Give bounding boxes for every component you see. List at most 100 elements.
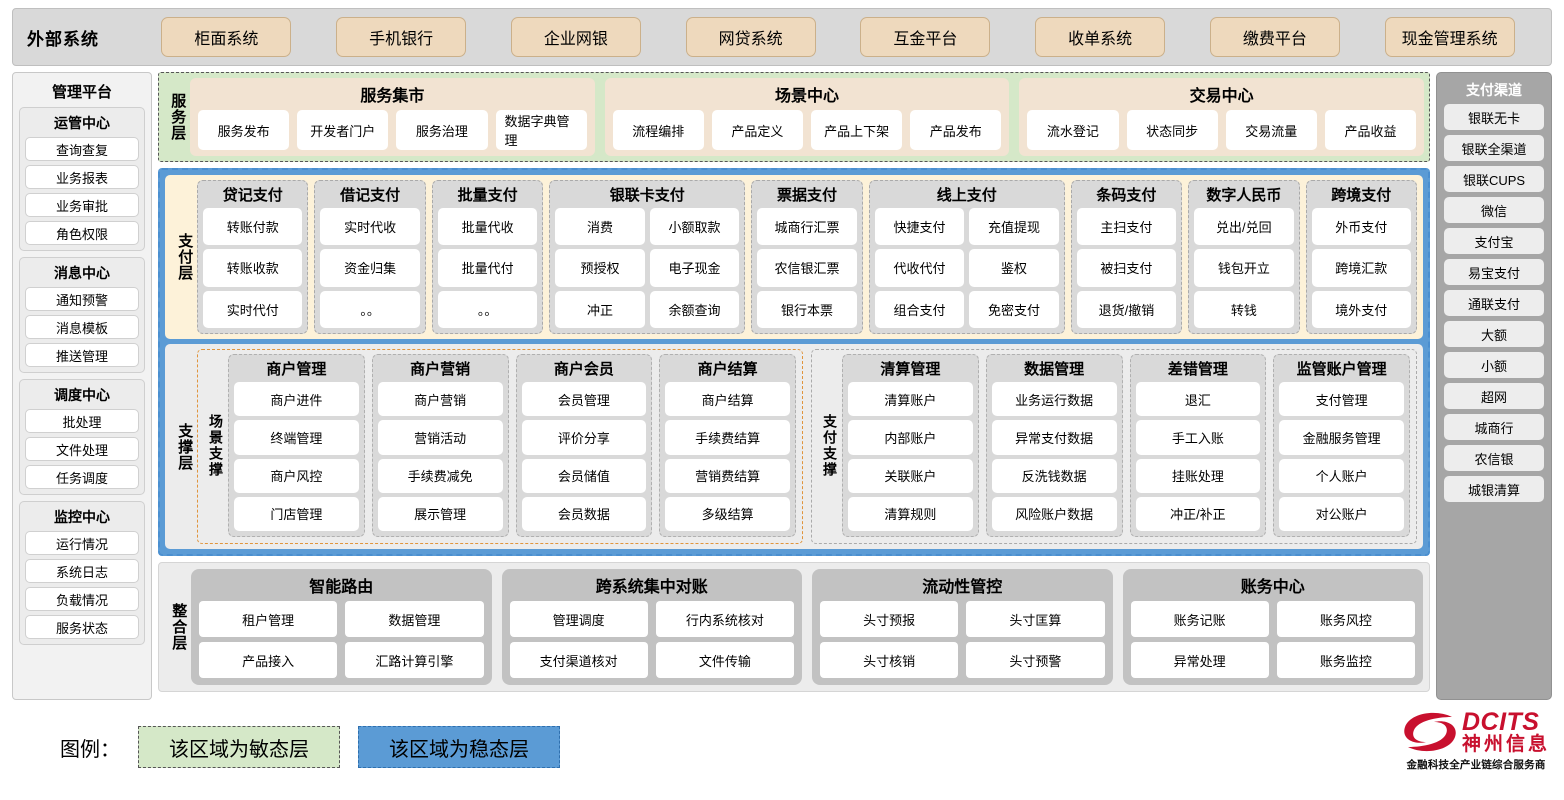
payment-support-item[interactable]: 关联账户: [848, 458, 973, 493]
payment-item[interactable]: 。。: [437, 290, 538, 328]
payment-channel-item[interactable]: 通联支付: [1444, 290, 1544, 316]
scene-support-item[interactable]: 营销活动: [377, 420, 503, 455]
payment-support-item[interactable]: 金融服务管理: [1279, 420, 1404, 455]
payment-item[interactable]: 鉴权: [969, 249, 1059, 287]
external-system-chip[interactable]: 企业网银: [510, 17, 641, 57]
payment-item[interactable]: 快捷支付: [874, 208, 965, 246]
payment-item[interactable]: 被扫支付: [1076, 249, 1177, 287]
integration-item[interactable]: 异常处理: [1130, 642, 1269, 678]
integration-item[interactable]: 头寸预警: [966, 642, 1105, 678]
service-item[interactable]: 产品定义: [711, 110, 804, 150]
payment-support-item[interactable]: 支付管理: [1279, 382, 1404, 417]
service-item[interactable]: 开发者门户: [297, 110, 389, 150]
service-item[interactable]: 流水登记: [1027, 110, 1119, 150]
management-item[interactable]: 业务报表: [25, 165, 139, 189]
payment-support-item[interactable]: 清算规则: [848, 496, 973, 531]
management-item[interactable]: 消息模板: [25, 315, 139, 339]
payment-channel-item[interactable]: 超网: [1444, 383, 1544, 409]
scene-support-item[interactable]: 门店管理: [234, 496, 359, 531]
integration-item[interactable]: 头寸预报: [820, 601, 959, 637]
service-item[interactable]: 服务发布: [198, 110, 290, 150]
payment-item[interactable]: 余额查询: [649, 290, 740, 328]
payment-item[interactable]: 城商行汇票: [757, 208, 857, 246]
management-item[interactable]: 通知预警: [25, 287, 139, 311]
payment-item[interactable]: 转账付款: [203, 208, 303, 246]
payment-support-item[interactable]: 退汇: [1135, 382, 1261, 417]
payment-channel-item[interactable]: 大额: [1444, 321, 1544, 347]
service-item[interactable]: 交易流量: [1225, 110, 1317, 150]
integration-item[interactable]: 管理调度: [509, 601, 648, 637]
integration-item[interactable]: 账务监控: [1276, 642, 1415, 678]
service-item[interactable]: 产品收益: [1324, 110, 1417, 150]
payment-item[interactable]: 境外支付: [1311, 290, 1411, 328]
integration-item[interactable]: 租户管理: [199, 601, 338, 637]
external-system-chip[interactable]: 手机银行: [336, 17, 467, 57]
service-item[interactable]: 流程编排: [612, 110, 704, 150]
payment-item[interactable]: 批量代收: [437, 208, 538, 246]
scene-support-item[interactable]: 会员管理: [521, 382, 647, 417]
payment-support-item[interactable]: 手工入账: [1135, 420, 1261, 455]
payment-item[interactable]: 充值提现: [969, 208, 1059, 246]
payment-item[interactable]: 钱包开立: [1194, 249, 1294, 287]
management-item[interactable]: 服务状态: [25, 615, 139, 639]
payment-support-item[interactable]: 个人账户: [1279, 458, 1404, 493]
payment-item[interactable]: 资金归集: [320, 249, 420, 287]
management-item[interactable]: 业务审批: [25, 193, 139, 217]
payment-support-item[interactable]: 清算账户: [848, 382, 973, 417]
integration-item[interactable]: 账务风控: [1276, 601, 1415, 637]
payment-support-item[interactable]: 异常支付数据: [991, 420, 1117, 455]
management-item[interactable]: 查询查复: [25, 137, 139, 161]
scene-support-item[interactable]: 商户风控: [234, 458, 359, 493]
payment-item[interactable]: 电子现金: [649, 249, 740, 287]
integration-item[interactable]: 行内系统核对: [655, 601, 794, 637]
scene-support-item[interactable]: 终端管理: [234, 420, 359, 455]
management-item[interactable]: 角色权限: [25, 221, 139, 245]
scene-support-item[interactable]: 会员储值: [521, 458, 647, 493]
management-item[interactable]: 系统日志: [25, 559, 139, 583]
payment-support-item[interactable]: 反洗钱数据: [991, 458, 1117, 493]
payment-channel-item[interactable]: 小额: [1444, 352, 1544, 378]
payment-item[interactable]: 主扫支付: [1076, 208, 1177, 246]
payment-item[interactable]: 小额取款: [649, 208, 740, 246]
payment-item[interactable]: 跨境汇款: [1311, 249, 1411, 287]
payment-channel-item[interactable]: 银联全渠道: [1444, 135, 1544, 161]
scene-support-item[interactable]: 会员数据: [521, 496, 647, 531]
payment-support-item[interactable]: 对公账户: [1279, 496, 1404, 531]
payment-item[interactable]: 银行本票: [757, 290, 857, 328]
integration-item[interactable]: 头寸匡算: [966, 601, 1105, 637]
integration-item[interactable]: 账务记账: [1130, 601, 1269, 637]
integration-item[interactable]: 汇路计算引擎: [345, 642, 484, 678]
payment-support-item[interactable]: 业务运行数据: [991, 382, 1117, 417]
payment-item[interactable]: 外币支付: [1311, 208, 1411, 246]
scene-support-item[interactable]: 手续费结算: [665, 420, 790, 455]
management-item[interactable]: 任务调度: [25, 465, 139, 489]
management-item[interactable]: 负载情况: [25, 587, 139, 611]
external-system-chip[interactable]: 互金平台: [860, 17, 991, 57]
payment-channel-item[interactable]: 微信: [1444, 197, 1544, 223]
payment-item[interactable]: 预授权: [555, 249, 645, 287]
scene-support-item[interactable]: 商户进件: [234, 382, 359, 417]
payment-item[interactable]: 冲正: [555, 290, 645, 328]
payment-support-item[interactable]: 内部账户: [848, 420, 973, 455]
payment-channel-item[interactable]: 易宝支付: [1444, 259, 1544, 285]
scene-support-item[interactable]: 手续费减免: [377, 458, 503, 493]
payment-item[interactable]: 退货/撤销: [1076, 290, 1177, 328]
payment-item[interactable]: 兑出/兑回: [1194, 208, 1294, 246]
payment-channel-item[interactable]: 银联无卡: [1444, 104, 1544, 130]
payment-item[interactable]: 。。: [320, 290, 420, 328]
payment-item[interactable]: 批量代付: [437, 249, 538, 287]
service-item[interactable]: 数据字典管理: [495, 110, 587, 150]
external-system-chip[interactable]: 缴费平台: [1209, 17, 1340, 57]
management-item[interactable]: 运行情况: [25, 531, 139, 555]
external-system-chip[interactable]: 柜面系统: [161, 17, 292, 57]
management-item[interactable]: 推送管理: [25, 343, 139, 367]
external-system-chip[interactable]: 现金管理系统: [1384, 17, 1515, 57]
payment-item[interactable]: 实时代付: [203, 290, 303, 328]
payment-item[interactable]: 代收代付: [874, 249, 965, 287]
scene-support-item[interactable]: 商户结算: [665, 382, 790, 417]
payment-channel-item[interactable]: 农信银: [1444, 445, 1544, 471]
payment-item[interactable]: 消费: [555, 208, 645, 246]
service-item[interactable]: 产品发布: [910, 110, 1002, 150]
payment-item[interactable]: 免密支付: [969, 290, 1059, 328]
integration-item[interactable]: 产品接入: [199, 642, 338, 678]
